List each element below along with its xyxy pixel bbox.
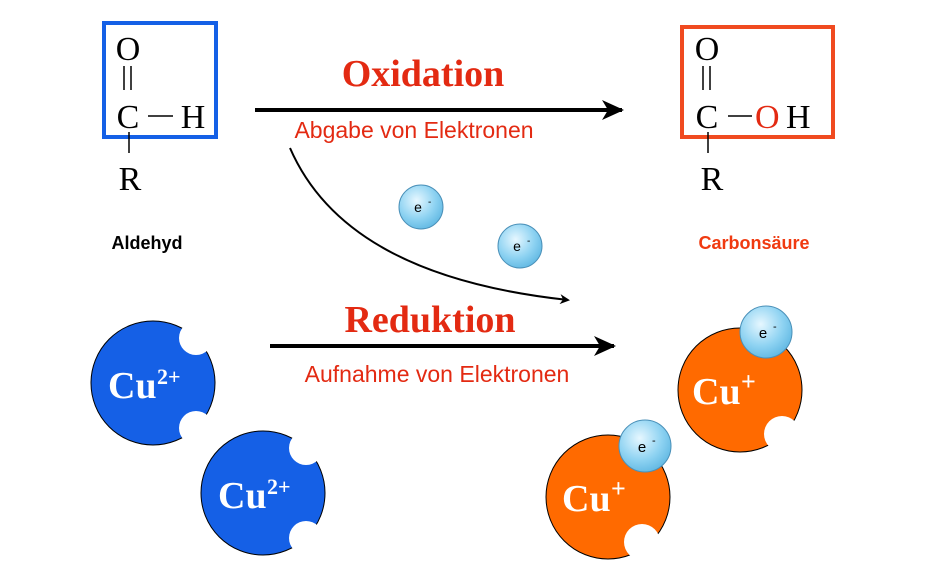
acid-carbon: C	[696, 99, 719, 136]
ion-charge: 2+	[157, 364, 181, 389]
reduction-title: Reduktion	[344, 299, 515, 341]
electron-charge: -	[428, 197, 431, 208]
electron-charge: -	[652, 435, 656, 447]
aldehyde-oxygen: O	[116, 31, 141, 68]
copper-1-ion: Cu + e -	[545, 419, 672, 560]
acid-hydroxyl-oxygen: O	[755, 99, 780, 136]
ion-charge: 2+	[267, 474, 291, 499]
oxidation-arrow-group: Oxidation Abgabe von Elektronen	[255, 53, 624, 143]
electron: e -	[739, 305, 793, 359]
electron-transfer-arrow	[289, 147, 570, 305]
ion-symbol: Cu	[108, 365, 157, 407]
reduction-subtitle: Aufnahme von Elektronen	[305, 361, 570, 387]
ion-charge: +	[611, 474, 626, 503]
acid-label: Carbonsäure	[698, 233, 809, 253]
electron-symbol: e	[414, 199, 422, 215]
electron-symbol: e	[759, 325, 767, 342]
ion-charge: +	[741, 367, 756, 396]
carboxylic-acid-structure: O C O H R Carbonsäure	[680, 25, 835, 253]
ion-symbol: Cu	[562, 478, 611, 520]
electron: e -	[398, 184, 444, 230]
oxidation-subtitle: Abgabe von Elektronen	[294, 117, 533, 143]
electron-symbol: e	[638, 439, 646, 456]
aldehyde-structure: O C H R Aldehyd	[102, 21, 218, 253]
acid-highlight-box	[680, 25, 835, 139]
copper-2-ion: Cu 2+	[200, 430, 326, 556]
ion-symbol: Cu	[218, 475, 267, 517]
acid-oxygen: O	[695, 31, 720, 68]
acid-r-group: R	[701, 161, 724, 198]
ion-symbol: Cu	[692, 371, 741, 413]
electron: e -	[497, 223, 543, 269]
electron-charge: -	[527, 236, 530, 247]
acid-hydroxyl-hydrogen: H	[786, 99, 811, 136]
oxidation-title: Oxidation	[342, 53, 505, 95]
aldehyde-highlight-box	[102, 21, 218, 139]
aldehyde-hydrogen: H	[181, 99, 206, 136]
aldehyde-carbon: C	[117, 99, 140, 136]
reduction-arrow-group: Reduktion Aufnahme von Elektronen	[270, 299, 616, 387]
copper-1-ion: Cu + e -	[677, 305, 803, 453]
aldehyde-r-group: R	[119, 161, 142, 198]
electron-charge: -	[773, 321, 777, 333]
copper-2-ion: Cu 2+	[90, 320, 216, 446]
aldehyde-label: Aldehyd	[111, 233, 182, 253]
electron: e -	[618, 419, 672, 473]
electron-symbol: e	[513, 238, 521, 254]
